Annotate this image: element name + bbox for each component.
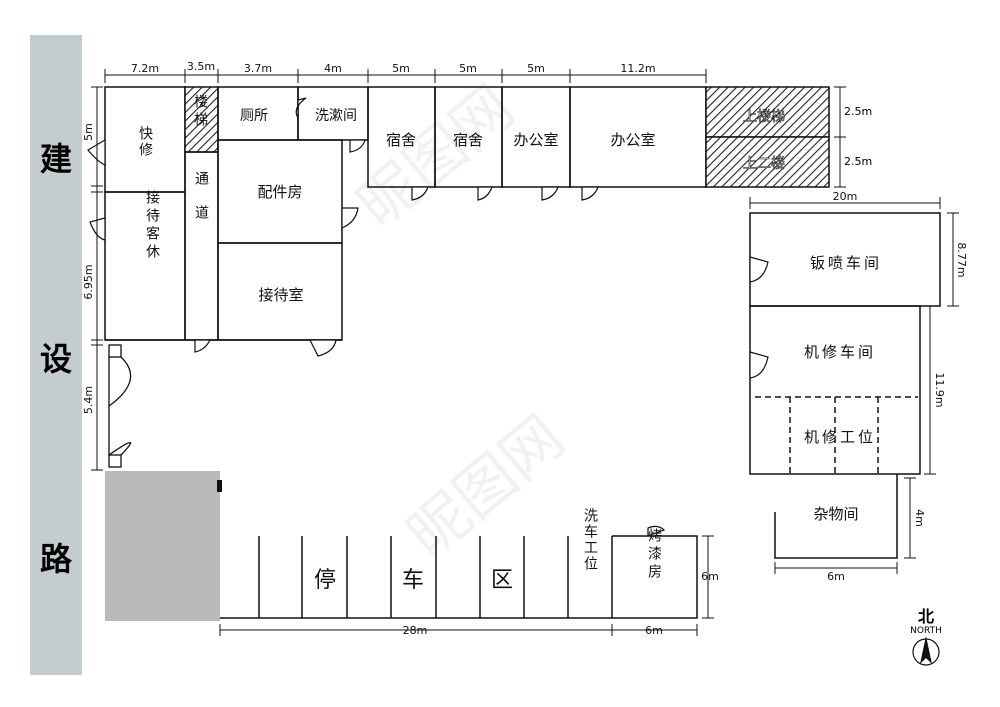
- door-bangongshi-1: [541, 186, 559, 201]
- label-louti: 楼梯: [192, 94, 208, 130]
- label-peijianfang: 配件房: [257, 183, 302, 201]
- gate-swing-top: [108, 356, 132, 408]
- dim-zawu-width: 6m: [827, 570, 845, 583]
- compass: 北 NORTH: [910, 607, 942, 666]
- label-xishujian: 洗漱间: [315, 108, 357, 124]
- label-jixiu: 机修车间: [804, 343, 876, 361]
- dim-stair-2: 2.5m: [844, 155, 872, 168]
- dim-top-4: 4m: [324, 62, 342, 75]
- door-cesuo: [295, 97, 307, 121]
- dim-banpen-width: 20m: [833, 190, 858, 203]
- door-sushe-1: [411, 186, 429, 201]
- label-sushe-2: 宿舍: [453, 131, 483, 149]
- room-kaoqifang: [612, 535, 698, 619]
- label-parking-2: 车: [402, 568, 424, 593]
- dim-top-2: 3.5m: [187, 60, 215, 73]
- label-kaoqifang: 烤漆房: [646, 528, 662, 582]
- door-sushe-2: [477, 186, 493, 201]
- label-jiedaikexiu: 接待客休: [144, 189, 160, 262]
- dim-left-3: 5.4m: [82, 386, 95, 414]
- dim-banpen-depth: 8.77m: [955, 242, 968, 277]
- label-jiedaishi: 接待室: [258, 286, 303, 304]
- compass-cn: 北: [918, 607, 934, 626]
- gate-post-bottom: [108, 454, 122, 468]
- dim-top-6: 5m: [459, 62, 477, 75]
- label-shangerlou: 上二楼: [743, 156, 785, 172]
- gate-post-top: [108, 344, 122, 358]
- label-cesuo: 厕所: [240, 108, 268, 124]
- dim-bottom-parking: 28m: [403, 624, 428, 637]
- door-xishujian: [349, 139, 366, 153]
- label-parking-3: 区: [491, 568, 513, 593]
- room-jixiu: [749, 305, 921, 475]
- dim-bottom-kaoqi: 6m: [645, 624, 663, 637]
- door-jixiu: [749, 351, 769, 379]
- door-kaoqifang: [647, 525, 666, 537]
- stair-second: [705, 136, 830, 188]
- door-tongdao: [194, 339, 211, 353]
- dim-stair-1: 2.5m: [844, 105, 872, 118]
- dim-top-3: 3.7m: [244, 62, 272, 75]
- gate-swing-bottom: [108, 406, 132, 457]
- road-char-1: 建: [40, 140, 72, 178]
- label-zawujian: 杂物间: [813, 505, 858, 523]
- label-sushe-1: 宿舍: [386, 131, 416, 149]
- label-shanglouti: 上楼梯: [743, 109, 785, 125]
- stair-up: [705, 86, 830, 138]
- label-jixiugongwei: 机修工位: [804, 428, 876, 446]
- gray-yard: [105, 471, 220, 621]
- label-tongdao: 通道: [193, 171, 209, 239]
- label-banpen: 钣喷车间: [810, 254, 882, 272]
- room-zawujian: [774, 474, 898, 559]
- door-bangongshi-2: [581, 186, 599, 201]
- dim-top-7: 5m: [527, 62, 545, 75]
- road-char-2: 设: [40, 340, 72, 378]
- dim-left-1: 5m: [82, 123, 95, 141]
- dim-left-2: 6.95m: [82, 264, 95, 299]
- door-jiedaishi: [309, 339, 337, 357]
- label-bangongshi-2: 办公室: [610, 131, 655, 149]
- door-banpen: [749, 256, 769, 283]
- label-bangongshi-1: 办公室: [513, 131, 558, 149]
- north-arrow-icon: [920, 636, 932, 664]
- watermark: 昵图网: [345, 72, 528, 241]
- watermark-2: 昵图网: [395, 402, 578, 571]
- label-parking-1: 停: [314, 568, 336, 593]
- post-marker: [217, 480, 222, 492]
- label-xichegongwei: 洗车工位: [582, 508, 598, 572]
- dim-top-5: 5m: [392, 62, 410, 75]
- dim-jixiu-depth: 11.9m: [933, 372, 946, 407]
- dim-zawu-depth: 4m: [913, 509, 926, 527]
- label-kuaixiu-1: 快修: [137, 126, 153, 158]
- dim-kaoqi-depth: 6m: [701, 570, 719, 583]
- compass-en: NORTH: [910, 626, 942, 636]
- door-peijianfang: [341, 207, 359, 229]
- dim-top-1: 7.2m: [131, 62, 159, 75]
- dim-top-8: 11.2m: [620, 62, 655, 75]
- road-char-3: 路: [40, 540, 73, 578]
- road-strip: [30, 35, 82, 675]
